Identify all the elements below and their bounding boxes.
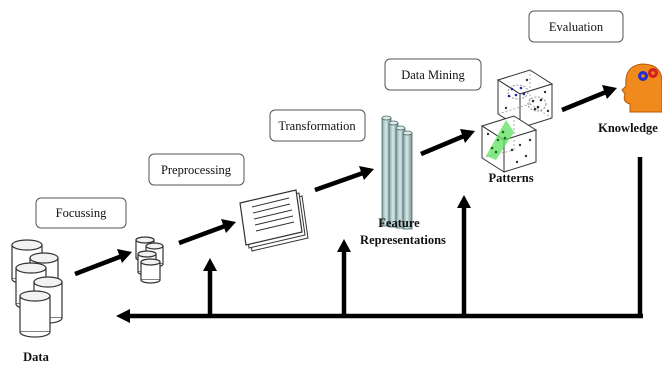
node-knowledge-label: Knowledge xyxy=(598,121,658,135)
step-focussing-label: Focussing xyxy=(56,206,107,220)
step-data-mining-label: Data Mining xyxy=(401,68,465,82)
document-stack-icon xyxy=(239,189,309,252)
database-cylinders-icon xyxy=(11,239,63,338)
step-transformation-label: Transformation xyxy=(278,119,356,133)
node-data-label: Data xyxy=(23,350,49,364)
step-preprocessing-label: Preprocessing xyxy=(161,163,232,177)
arrow-focussing xyxy=(74,249,132,277)
pattern-highlight xyxy=(486,120,514,160)
node-feature-label-line2: Representations xyxy=(360,233,446,247)
step-transformation: Transformation xyxy=(269,109,366,142)
feedback-up-arrow-data-mining xyxy=(457,195,471,316)
step-evaluation: Evaluation xyxy=(528,10,624,43)
head-gears-icon xyxy=(621,63,662,113)
arrow-evaluation xyxy=(561,85,617,113)
step-focussing: Focussing xyxy=(35,197,127,229)
step-data-mining: Data Mining xyxy=(384,58,482,91)
arrow-data-mining xyxy=(420,129,475,157)
feedback-up-arrow-transformation xyxy=(337,239,351,316)
pattern-cubes-icon xyxy=(480,69,554,173)
node-patterns-label: Patterns xyxy=(488,171,533,185)
node-feature-label-line1: Feature xyxy=(378,216,420,230)
small-cylinders-icon xyxy=(135,236,164,284)
feedback-up-arrow-preprocessing xyxy=(203,258,217,316)
step-preprocessing: Preprocessing xyxy=(148,153,245,186)
arrow-preprocessing xyxy=(178,219,236,246)
arrow-transformation xyxy=(314,166,374,193)
feedback-loop xyxy=(116,157,643,323)
step-evaluation-label: Evaluation xyxy=(549,20,604,34)
feature-rods-icon xyxy=(381,115,413,230)
